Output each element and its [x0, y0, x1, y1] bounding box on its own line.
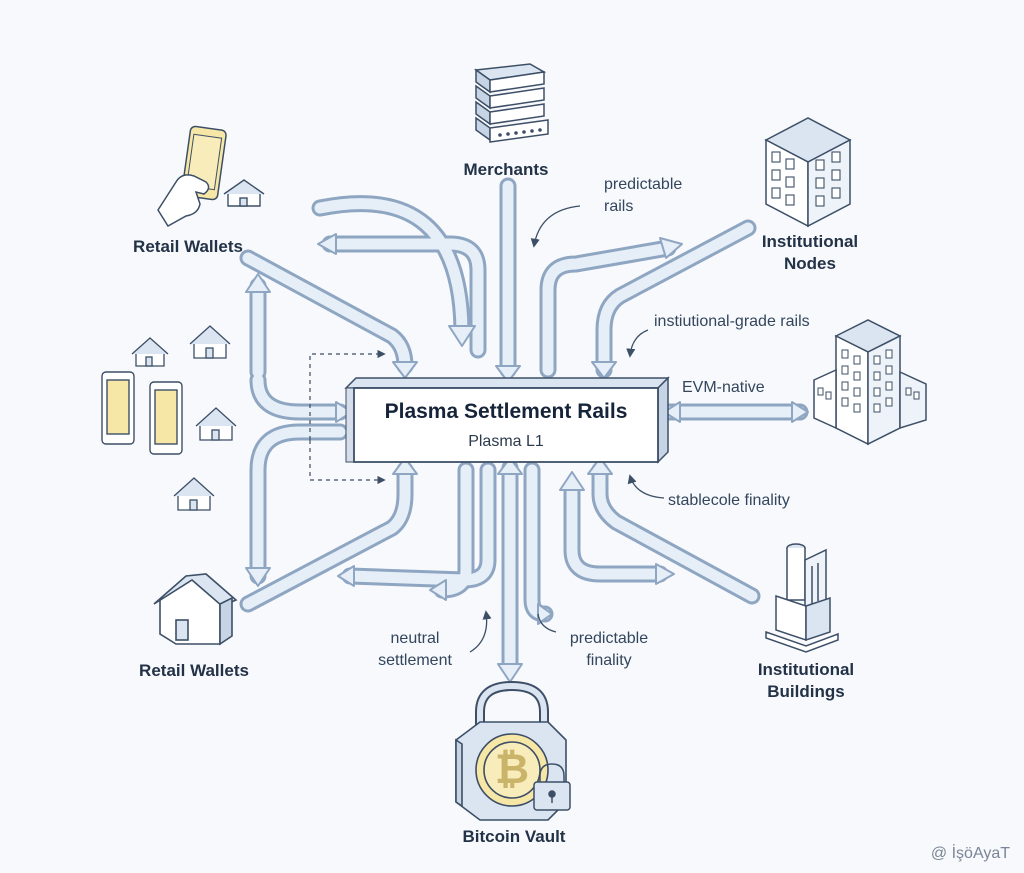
predictable-finality-note: predictable finality — [556, 628, 662, 672]
predictable-finality-line-1: predictable — [569, 630, 649, 647]
evm-native-note: EVM-native — [682, 379, 765, 396]
phone-icon — [101, 371, 135, 445]
neutral-settlement-line-1: neutral — [390, 630, 440, 647]
institutional-buildings-label: Institutional Buildings — [744, 659, 868, 703]
bitcoin-vault-label: Bitcoin Vault — [462, 827, 566, 846]
large-house-icon — [153, 573, 238, 646]
merchants-label: Merchants — [463, 160, 549, 179]
center-title: Plasma Settlement Rails — [384, 400, 628, 423]
merchants-server-icon — [473, 63, 549, 143]
neutral-settlement-note: neutral settlement — [362, 628, 468, 672]
institutional-nodes-label: Institutional Nodes — [748, 231, 872, 275]
center-subtitle: Plasma L1 — [468, 433, 544, 450]
predictable-rails-note: predictable rails — [604, 174, 682, 218]
predictable-rails-line-1: predictable — [604, 176, 683, 193]
center-box-shape — [344, 376, 670, 464]
settlement-rails-box: Plasma Settlement Rails Plasma L1 — [356, 388, 656, 460]
bitcoin-symbol-icon: ₿ — [494, 744, 530, 793]
retail-wallets-bottom-label: Retail Wallets — [139, 661, 249, 680]
institutional-nodes-line-1: Institutional — [761, 232, 859, 251]
watermark: @ İşöAyaT — [930, 845, 1010, 862]
institutional-grade-rails-note: instiutional-grade rails — [654, 313, 810, 330]
predictable-rails-line-2: rails — [604, 198, 634, 215]
house-icon — [195, 407, 237, 441]
house-icon — [131, 337, 169, 367]
institutional-nodes-line-2: Nodes — [784, 254, 836, 273]
retail-wallets-top-label: Retail Wallets — [133, 237, 243, 256]
neutral-settlement-line-2: settlement — [378, 652, 452, 669]
phone-icon — [149, 381, 183, 455]
dashed-connectors — [309, 349, 386, 485]
house-icon — [189, 325, 231, 359]
padlock-icon — [533, 763, 571, 811]
skyscraper-icon — [813, 319, 927, 446]
annotation-arrows — [469, 205, 665, 653]
tower-building-icon — [765, 543, 839, 653]
house-icon — [173, 477, 215, 511]
office-building-icon — [764, 117, 852, 228]
hand-phone-icon — [157, 125, 227, 228]
predictable-finality-line-2: finality — [586, 652, 632, 669]
institutional-buildings-line-1: Institutional — [757, 660, 855, 679]
stablecoin-finality-note: stablecole finality — [668, 492, 790, 509]
institutional-buildings-line-2: Buildings — [767, 682, 845, 701]
rails — [239, 177, 809, 683]
house-icon — [223, 179, 265, 207]
